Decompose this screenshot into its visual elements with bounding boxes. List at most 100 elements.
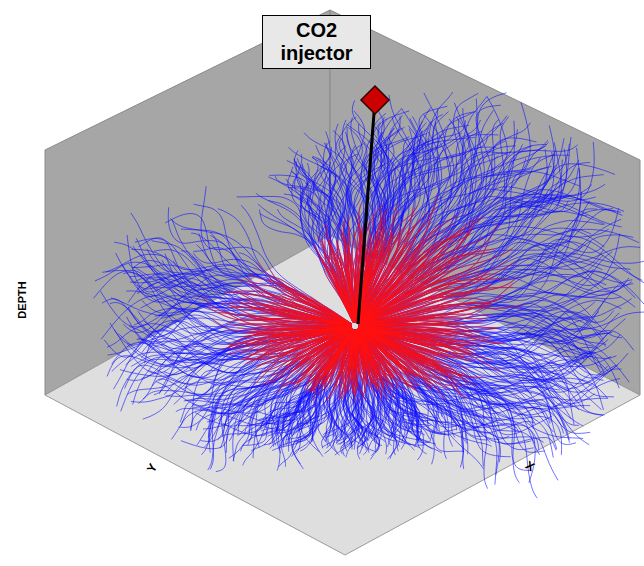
streamline (359, 327, 492, 360)
streamline (319, 166, 354, 322)
streamline (332, 247, 354, 322)
streamline (127, 235, 351, 325)
streamline (145, 282, 351, 330)
back-wall (330, 10, 640, 395)
streamline (258, 204, 353, 322)
streamline (358, 171, 579, 324)
streamline (128, 263, 351, 325)
streamline (356, 330, 379, 389)
streamline (357, 242, 411, 323)
streamline (358, 230, 470, 323)
streamline (357, 330, 382, 402)
streamline (281, 285, 352, 325)
streamline (257, 327, 351, 350)
streamline (302, 164, 354, 322)
streamline (359, 327, 590, 433)
streamline (263, 327, 351, 359)
streamline (357, 208, 436, 323)
streamline (325, 330, 353, 389)
streamline (359, 326, 500, 343)
streamline (229, 328, 352, 458)
streamline (359, 305, 492, 325)
streamline (94, 270, 351, 325)
streamline (353, 330, 355, 370)
streamline (240, 299, 351, 325)
streamline (355, 330, 357, 373)
streamline (357, 254, 406, 322)
streamline (230, 292, 351, 325)
streamline (358, 253, 491, 324)
streamline (114, 242, 351, 325)
streamline (357, 120, 498, 323)
streamline (351, 251, 354, 322)
streamline (357, 212, 428, 323)
streamline (128, 273, 351, 325)
streamline (328, 330, 353, 389)
streamline (233, 328, 352, 461)
callout-box: CO2 injector (262, 15, 371, 69)
streamline (359, 305, 523, 325)
streamline (359, 327, 574, 425)
streamline (341, 330, 354, 400)
streamline (136, 238, 351, 325)
streamline (354, 267, 355, 322)
streamline (197, 327, 351, 445)
streamline (137, 270, 351, 324)
streamline (357, 329, 393, 379)
streamline (269, 280, 352, 325)
streamline (359, 303, 490, 325)
axis-label: DEPTH (16, 281, 28, 318)
streamline (357, 112, 475, 323)
streamline (290, 328, 352, 371)
streamline (156, 327, 352, 406)
streamline (314, 245, 353, 323)
streamline (329, 271, 353, 322)
streamline (358, 329, 432, 392)
streamline (359, 277, 493, 325)
streamline (359, 327, 554, 457)
streamline (359, 327, 469, 370)
streamline (112, 318, 351, 371)
streamline (132, 249, 351, 325)
floor (45, 235, 640, 555)
streamline (249, 327, 351, 345)
streamline (359, 328, 520, 483)
streamline (356, 330, 376, 390)
streamline (359, 209, 597, 325)
streamline (314, 147, 355, 322)
callout-text: CO2 injector (280, 19, 352, 65)
streamline (292, 329, 353, 463)
streamlines-red (200, 195, 523, 403)
streamline (359, 295, 463, 325)
injector-diamond (361, 86, 389, 114)
streamline (358, 244, 467, 324)
streamline (357, 330, 390, 381)
streamline (312, 157, 355, 322)
streamline (359, 328, 433, 365)
well-trajectory (358, 100, 375, 324)
streamline (277, 329, 352, 471)
streamline (359, 328, 434, 365)
streamline (359, 327, 448, 352)
streamline (297, 329, 352, 389)
streamline (359, 318, 444, 326)
streamline (326, 224, 354, 323)
streamline (331, 269, 354, 322)
streamline (329, 146, 356, 322)
streamline (158, 275, 351, 324)
streamline (359, 316, 475, 325)
streamline (130, 274, 351, 326)
streamline (101, 291, 351, 327)
streamline (224, 291, 351, 325)
axis-label: X (523, 458, 537, 474)
streamline (358, 329, 396, 377)
streamline (348, 256, 355, 322)
streamline (152, 241, 351, 326)
streamline (359, 327, 602, 409)
streamline (359, 328, 534, 450)
streamline (359, 323, 465, 326)
axis-label: Y (144, 461, 160, 475)
